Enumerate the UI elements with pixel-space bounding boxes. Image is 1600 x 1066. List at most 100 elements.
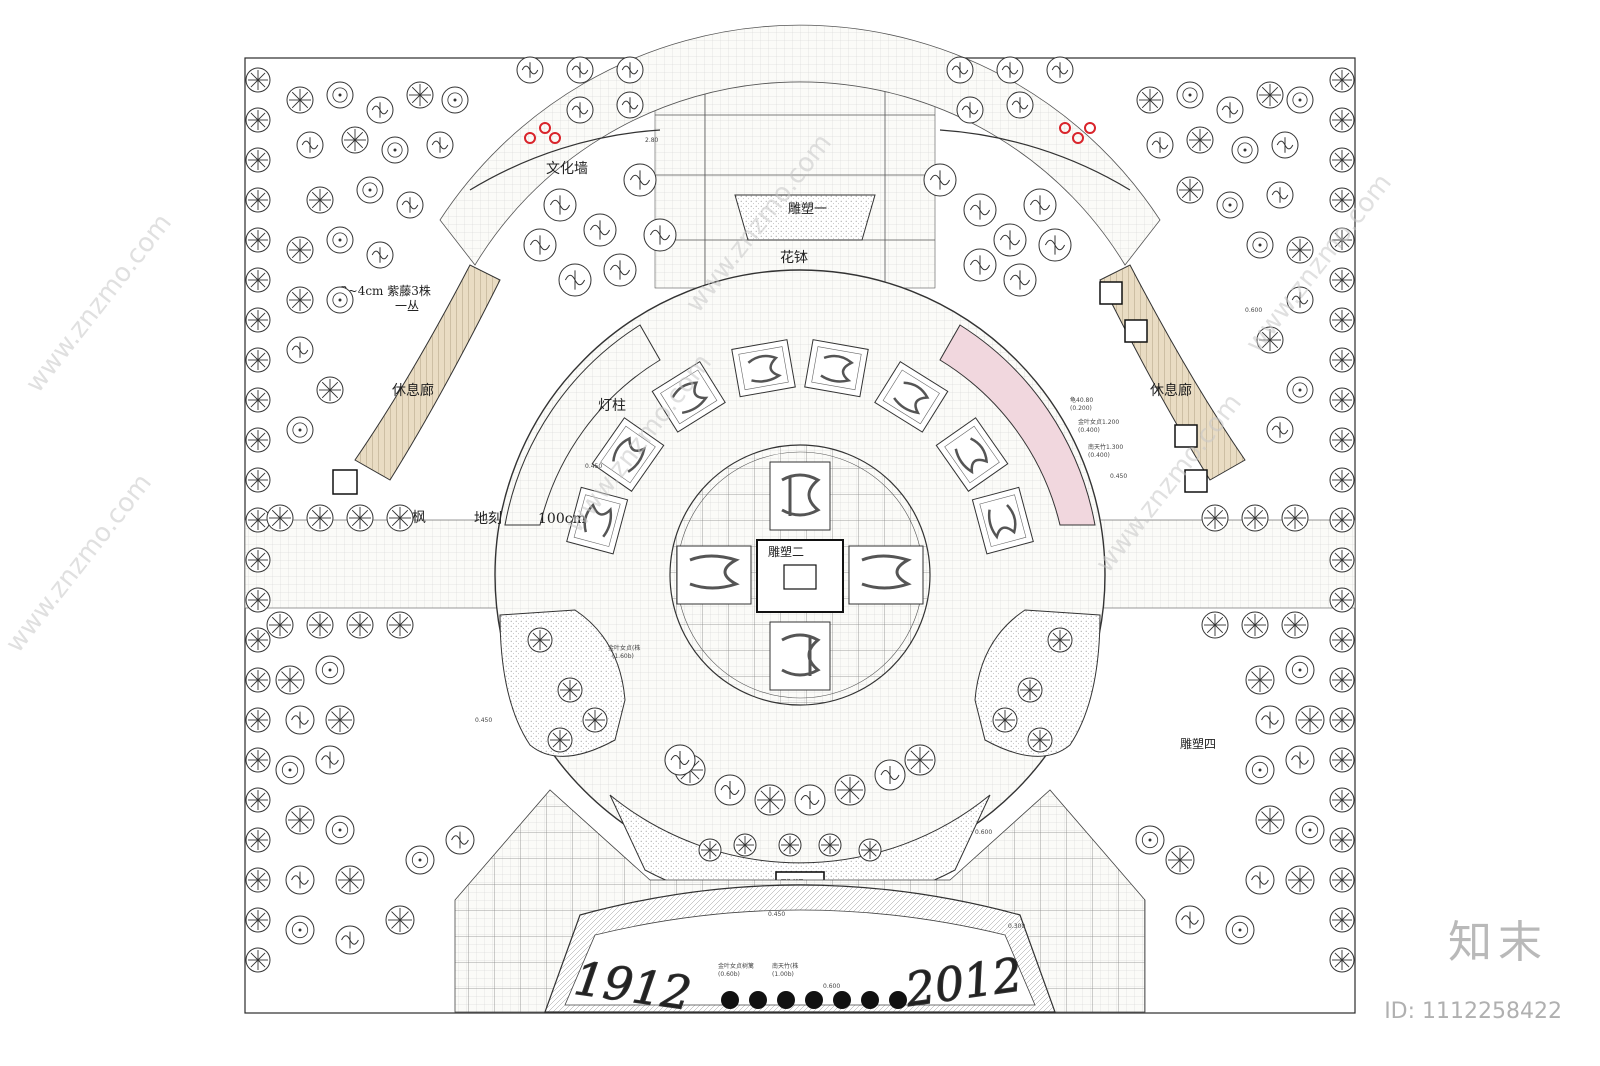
tree-symbol (245, 747, 271, 773)
tree-symbol (1136, 86, 1164, 114)
tree-symbol (245, 107, 271, 133)
tree-symbol (623, 163, 657, 197)
tree-symbol (275, 665, 305, 695)
tree-symbol (993, 223, 1027, 257)
tree-symbol (1135, 825, 1165, 855)
tree-symbol (834, 774, 866, 806)
lamp-post-band-left (504, 324, 661, 526)
tree-symbol (557, 677, 583, 703)
tree-symbol (245, 227, 271, 253)
rest-corridor-left (354, 264, 501, 481)
tree-symbol (315, 655, 345, 685)
tree-symbol (1256, 326, 1284, 354)
black-shrub-row (721, 991, 907, 1009)
tree-symbol (1003, 263, 1037, 297)
ground-carving-label: 地刻 (474, 511, 502, 527)
brand-logo: 知末 (1448, 917, 1548, 968)
tree-symbol (326, 81, 354, 109)
tree-symbol (1241, 504, 1269, 532)
tree-symbol (366, 241, 394, 269)
tree-symbol (245, 347, 271, 373)
tree-symbol (923, 163, 957, 197)
rest-corridor-right-label: 休息廊 (1150, 382, 1192, 399)
tree-symbol (286, 286, 314, 314)
tree-symbol (1216, 96, 1244, 124)
tree-symbol (1281, 504, 1309, 532)
tree-symbol (1186, 126, 1214, 154)
pink-band-right (939, 324, 1096, 526)
carved-block (591, 417, 665, 492)
tree-symbol (523, 228, 557, 262)
tree-symbol (1329, 307, 1355, 333)
tree-symbol (733, 833, 757, 857)
note-left-mid-b: (1.60b) (612, 653, 634, 660)
elev-9: 0.600 (975, 829, 992, 836)
tree-symbol (558, 263, 592, 297)
image-id: ID: 1112258422 (1384, 999, 1562, 1024)
tree-symbol (603, 253, 637, 287)
tree-symbol (1329, 227, 1355, 253)
elev-4: 0.600 (1245, 307, 1262, 314)
tree-symbol (1329, 467, 1355, 493)
tree-symbol (275, 755, 305, 785)
tree-symbol (245, 547, 271, 573)
tree-symbol (245, 707, 271, 733)
tree-symbol (858, 838, 882, 862)
tree-symbol (714, 774, 746, 806)
tree-symbol (1329, 627, 1355, 653)
tree-symbol (245, 787, 271, 813)
tree-symbol (1329, 787, 1355, 813)
tree-symbol (1329, 547, 1355, 573)
tree-symbol (286, 336, 314, 364)
sculpture-one-planter (734, 194, 876, 241)
tree-symbol (616, 91, 644, 119)
tree-symbol (346, 611, 374, 639)
tree-symbol (778, 833, 802, 857)
pergola-column-boxes (332, 281, 1208, 495)
tree-symbol (245, 467, 271, 493)
tree-symbol (963, 193, 997, 227)
wisteria-suffix: 一丛 (395, 299, 419, 313)
tree-symbol (1329, 507, 1355, 533)
tree-symbol (1286, 286, 1314, 314)
tree-symbol (245, 667, 271, 693)
tree-symbol (245, 147, 271, 173)
elev-2: 0.450 (585, 463, 602, 470)
sculpture-two-label: 雕塑二 (768, 544, 804, 559)
tree-symbol (245, 587, 271, 613)
tree-symbol (245, 427, 271, 453)
tree-symbol (245, 827, 271, 853)
tree-symbol (1329, 147, 1355, 173)
tree-symbol (664, 744, 696, 776)
tree-symbol (1329, 427, 1355, 453)
tree-symbol (1023, 188, 1057, 222)
tree-symbol (326, 286, 354, 314)
tree-symbol (1329, 267, 1355, 293)
tree-symbol (1038, 228, 1072, 262)
tree-symbol (1176, 176, 1204, 204)
sculpture-four-label: 雕塑四 (1180, 736, 1216, 751)
tree-symbol (1286, 86, 1314, 114)
tree-symbol (1017, 677, 1043, 703)
tree-symbol (306, 186, 334, 214)
tree-symbol (1255, 805, 1285, 835)
ground-carving-size: 100cm (538, 511, 586, 527)
carved-block (971, 486, 1034, 555)
tree-symbol (1295, 705, 1325, 735)
north-arc-band (439, 24, 1161, 266)
note-left-mid: 金叶女贞(株 (608, 644, 640, 652)
red-flower-clusters (524, 122, 1096, 144)
tree-symbol (1329, 587, 1355, 613)
tree-symbol (406, 81, 434, 109)
note-bottom-1b: (0.60b) (718, 971, 740, 978)
tree-symbol (326, 226, 354, 254)
note-bottom-1: 金叶女贞树篱 (718, 962, 754, 970)
tree-symbol (366, 96, 394, 124)
tree-symbol (346, 504, 374, 532)
tree-symbol (245, 307, 271, 333)
tree-symbol (1329, 667, 1355, 693)
note-right-1: 龟40.80 (1070, 396, 1093, 404)
tree-symbol (341, 126, 369, 154)
carved-block (731, 339, 796, 398)
tree-symbols (245, 56, 1355, 973)
